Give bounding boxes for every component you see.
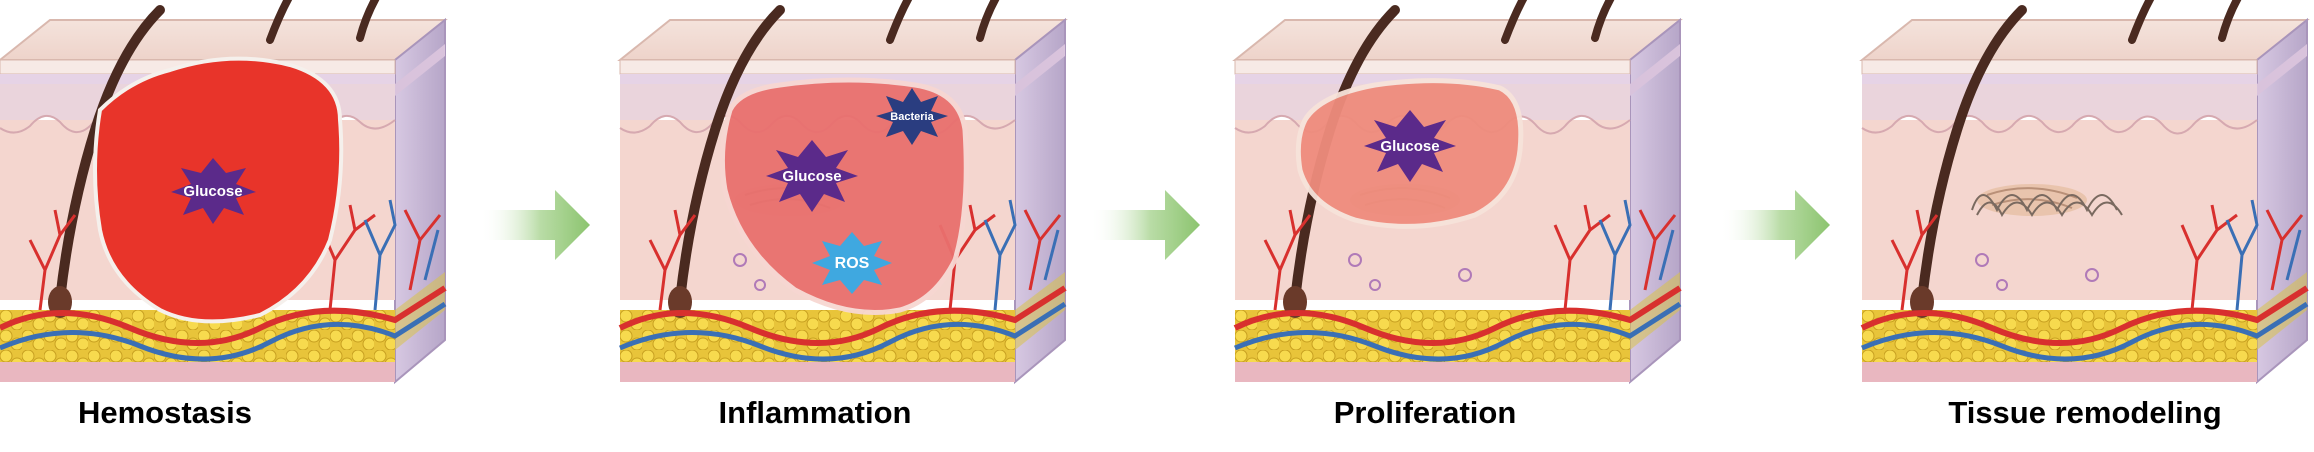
- stage-label-tissue-remodeling: Tissue remodeling: [1948, 395, 2222, 430]
- stage-label-hemostasis: Hemostasis: [77, 395, 253, 430]
- stage-hemostasis-diagram: Glucose: [0, 0, 445, 382]
- arrow-icon: [1090, 190, 1200, 260]
- arrow-icon: [1720, 190, 1830, 260]
- ros-label: ROS: [835, 255, 870, 272]
- arrow-icon: [480, 190, 590, 260]
- bacteria-star-icon: [876, 88, 948, 145]
- collagen-fibers: [1971, 194, 2123, 218]
- stage-tissue-remodeling-diagram: [1862, 0, 2307, 382]
- stage-label-inflammation: Inflammation: [718, 395, 912, 430]
- stage-proliferation-diagram: Glucose: [1235, 0, 1680, 382]
- glucose-star-icon: [766, 140, 858, 212]
- glucose-label: Glucose: [1380, 138, 1439, 155]
- bacteria-label: Bacteria: [890, 111, 934, 123]
- stage-label-proliferation: Proliferation: [1333, 395, 1517, 430]
- glucose-label: Glucose: [183, 183, 242, 200]
- stage-inflammation-diagram: Bacteria Glucose ROS: [620, 0, 1065, 382]
- inflamed-wound: [719, 77, 969, 315]
- glucose-star-icon: [1364, 110, 1456, 182]
- glucose-label: Glucose: [782, 168, 841, 185]
- glucose-star-icon: [171, 158, 256, 224]
- ros-star-icon: [812, 232, 892, 294]
